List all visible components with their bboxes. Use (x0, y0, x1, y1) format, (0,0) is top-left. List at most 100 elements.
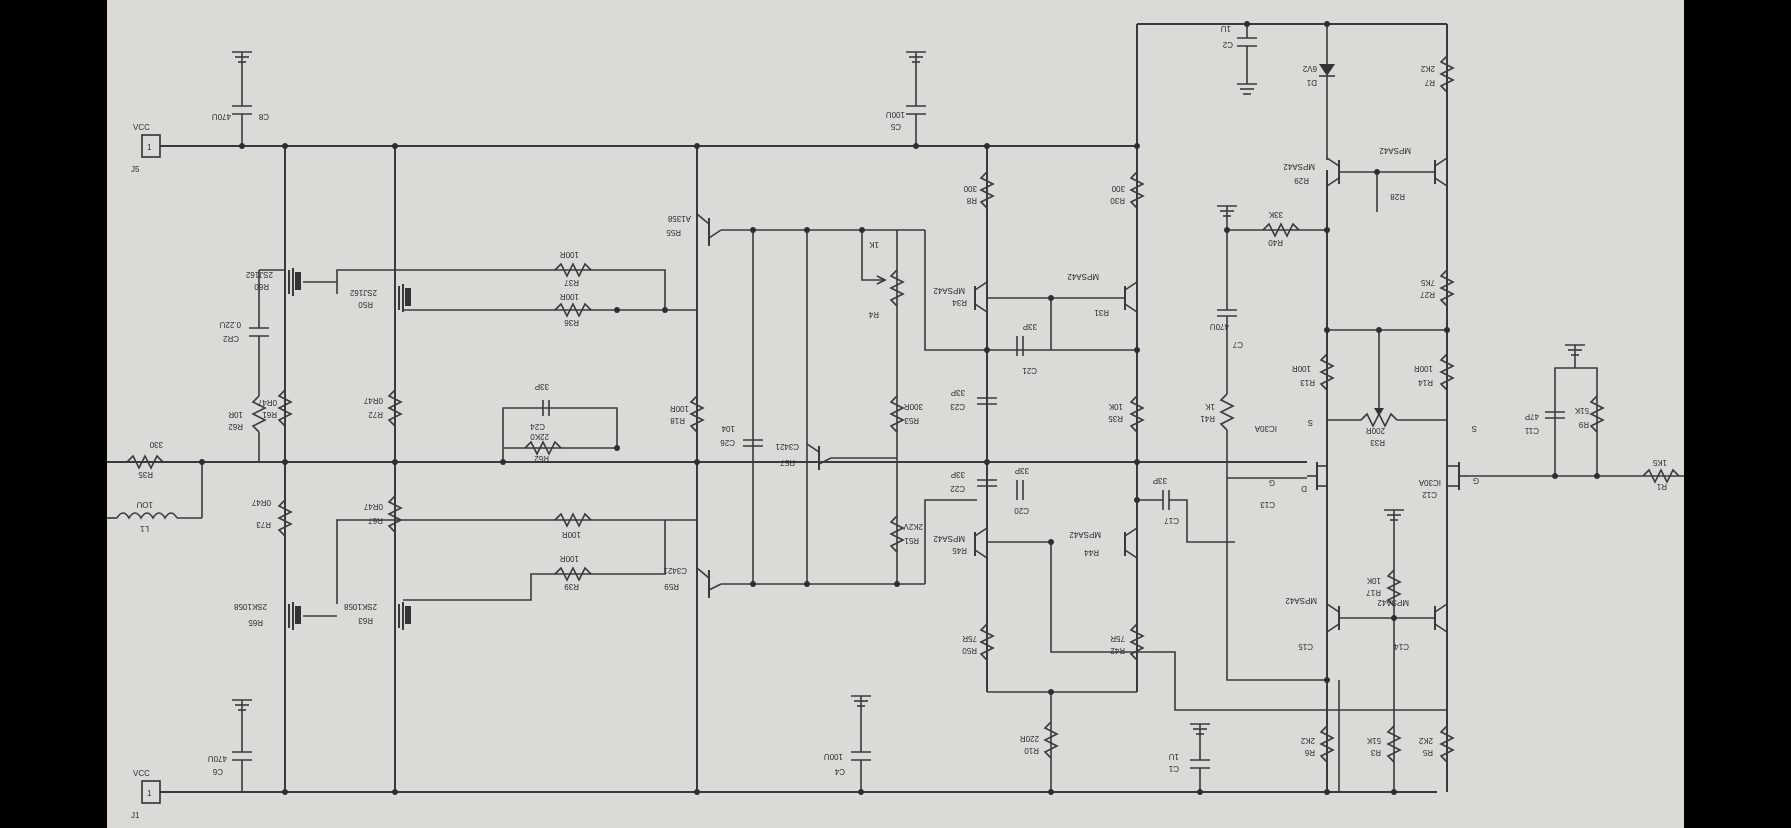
c11-r9-wire (1554, 367, 1598, 476)
transistor-r57: C3421 R57 (775, 442, 897, 470)
r61-label: R61 (262, 410, 277, 419)
r1-value: 1K5 (1652, 458, 1667, 467)
l1-value: 1OU (136, 500, 153, 509)
transistor-r55: A1358 R55 (666, 213, 925, 246)
ground-symbol-r40 (1217, 205, 1237, 222)
transistor-r45: MPSA42 R45 (933, 527, 1051, 559)
c4-label: C4 (834, 767, 845, 776)
r7-value: 2K2 (1420, 64, 1435, 73)
r27-value: 7K5 (1420, 278, 1435, 287)
vas-wire-top (924, 230, 1137, 351)
r53-value: 300R (904, 402, 923, 411)
resistor-r5: 2K2 R5 (1418, 725, 1455, 763)
resistor-r8: 300 R8 (963, 171, 995, 209)
resistor-r73: 0R47 R73 (251, 498, 293, 537)
r60-value: 2SJ162 (245, 270, 273, 279)
r18-label: R18 (670, 416, 685, 425)
c5-label: C5 (890, 122, 901, 131)
inductor-l1: L1 1OU (107, 462, 203, 533)
r4-label: R4 (868, 310, 879, 319)
potentiometer-r4: 1K R4 (861, 230, 905, 319)
capacitor-c21: 33P C21 (1016, 322, 1037, 375)
r13-label: R13 (1300, 378, 1315, 387)
r50-value: 2SJ162 (349, 288, 377, 297)
c8-value: 470U (212, 112, 231, 121)
r10-label: R10 (1024, 746, 1039, 755)
r60-label: R60 (254, 282, 269, 291)
resistor-r36: 100R R36 (554, 292, 592, 327)
r59-value: C3421 (663, 566, 687, 575)
resistor-r72: 0R47 R72 (363, 389, 403, 427)
j5-pin-label: 1 (147, 143, 152, 152)
c17-label: C17 (1164, 516, 1179, 525)
c6-label: C6 (212, 767, 223, 776)
r62b-label: R62 (534, 454, 549, 463)
r35b-value: 10K (1108, 402, 1123, 411)
c2-label: C2 (1222, 40, 1233, 49)
j5-label: J5 (131, 165, 140, 174)
gate-wire-r37 (336, 269, 666, 310)
jfet-ic30a-left: S IC30A G D C13 (1254, 418, 1327, 509)
r17-label: R17 (1366, 588, 1381, 597)
feedback-wire (502, 407, 618, 462)
c4-value: 100U (824, 752, 843, 761)
c26-value: 104 (721, 424, 735, 433)
mirror-wire-2 (1226, 478, 1327, 681)
capacitor-c17: 33P C17 (1137, 476, 1235, 543)
r3-label: R3 (1370, 748, 1381, 757)
r61-value: 0R47 (257, 398, 277, 407)
c11-value: 47P (1525, 412, 1539, 421)
resistor-r18: 100R R18 (670, 395, 705, 433)
jfet-ic30a-right: S G IC30A C12 (1418, 424, 1479, 499)
r31-label: R31 (1094, 308, 1109, 317)
diode-d1: 6V2 D1 (1302, 24, 1335, 160)
r6-value: 2K2 (1300, 736, 1315, 745)
r63-value: 2SK1058 (344, 602, 377, 611)
r35-value: 330 (149, 440, 163, 449)
capacitor-cr2: 0.22U CR2 (219, 269, 285, 396)
capacitor-c2: 1U C2 (1221, 24, 1257, 70)
capacitor-c24: 33P C24 (530, 382, 550, 431)
resistor-r42: 75R R42 (1110, 623, 1145, 661)
r40-wire (1226, 222, 1327, 231)
ground-symbol-c6 (232, 699, 252, 716)
vas-cross-wire (987, 297, 1052, 350)
transistor-r59: C3421 R59 (663, 566, 925, 598)
r7-label: R7 (1424, 78, 1435, 87)
c7-label: C7 (1232, 340, 1243, 349)
r37-label: R37 (564, 278, 579, 287)
r63-label: R63 (358, 616, 373, 625)
r10-value: 220R (1020, 734, 1039, 743)
c13-label: C13 (1260, 500, 1275, 509)
resistor-r61: 0R47 R61 (257, 389, 293, 427)
r28-label: R28 (1390, 192, 1405, 201)
r65-value: 2SK1058 (234, 602, 267, 611)
c1-value: 1U (1169, 752, 1179, 761)
r13-value: 100R (1292, 364, 1311, 373)
r35-label: R35 (138, 470, 153, 479)
c21-label: C21 (1022, 366, 1037, 375)
r40-label: R40 (1268, 238, 1283, 247)
pin-d-label: D (1301, 484, 1307, 493)
c24-value: 33P (535, 382, 549, 391)
capacitor-c26: 104 C26 (720, 424, 763, 447)
r50b-label: R50 (962, 646, 977, 655)
resistor-r21: 100R (554, 512, 592, 539)
r44-label: R44 (1084, 548, 1099, 557)
resistor-r13: 100R R13 (1292, 353, 1335, 391)
j5-vcc-label: VCC (133, 123, 150, 132)
r21-value: 100R (562, 530, 581, 539)
r9-value: 51K (1574, 406, 1589, 415)
r67-value: 0R47 (363, 502, 383, 511)
r57-value: C3421 (775, 442, 799, 451)
r17-value: 10K (1366, 576, 1381, 585)
c8-label: C8 (258, 112, 269, 121)
junction-input (199, 459, 205, 465)
ic30a2-label: IC30A (1418, 478, 1441, 487)
r57-label: R57 (780, 458, 795, 467)
resistor-r50b: 75R R50 (962, 623, 995, 661)
pin-g2-label: G (1473, 476, 1479, 485)
schematic-diagram: 1 VCC J5 1 VCC J1 470U C8 (107, 21, 1684, 820)
j1-pin-label: 1 (147, 789, 152, 798)
resistor-r10: 220R R10 (1020, 721, 1059, 759)
